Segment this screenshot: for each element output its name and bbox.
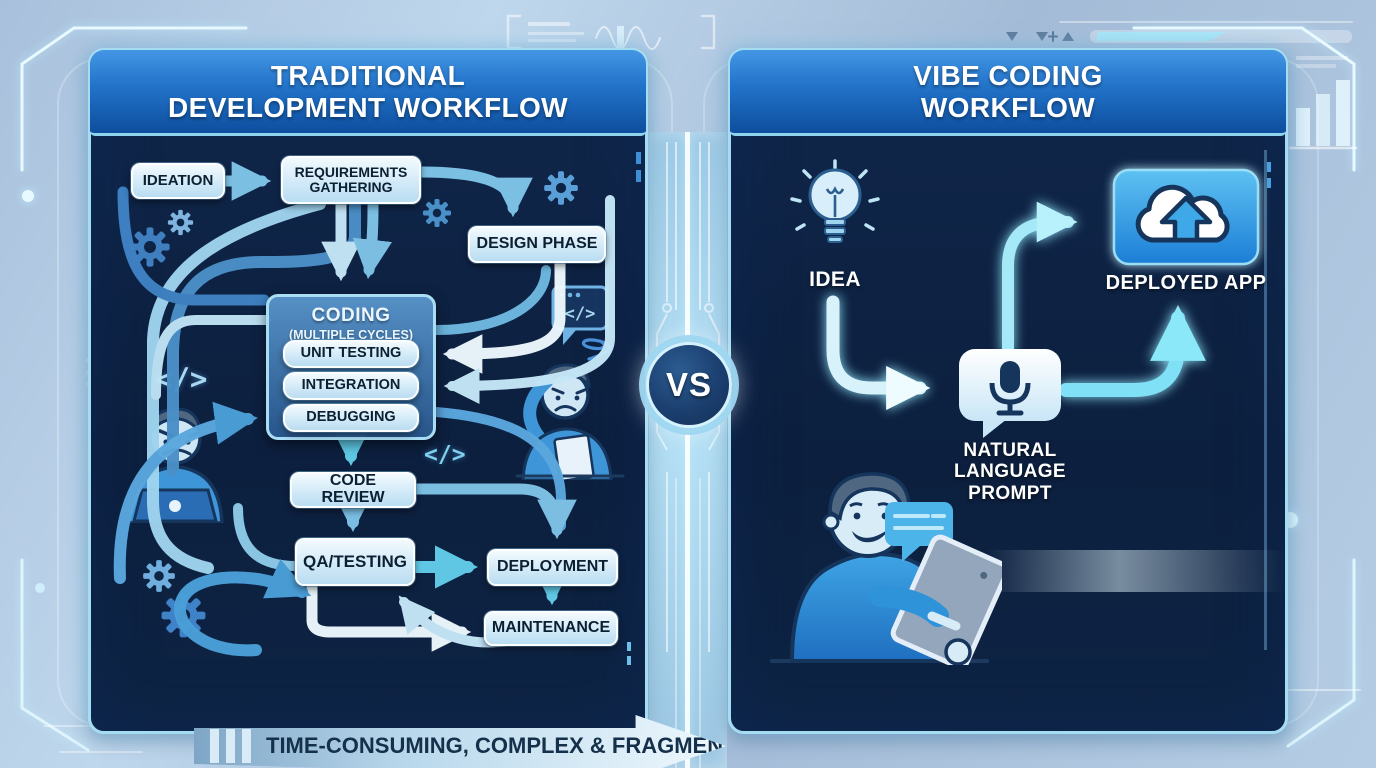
light-beam xyxy=(985,550,1285,592)
flow-node-label: REQUIREMENTS GATHERING xyxy=(294,164,408,195)
traditional-title-line1: TRADITIONAL xyxy=(270,59,466,91)
flow-node-integration: INTEGRATION xyxy=(283,372,419,400)
flow-node-maintenance: MAINTENANCE xyxy=(484,611,618,646)
traditional-title-line2: DEVELOPMENT WORKFLOW xyxy=(168,91,568,123)
traditional-panel-header: TRADITIONAL DEVELOPMENT WORKFLOW xyxy=(90,50,646,136)
flow-node-requirements: REQUIREMENTS GATHERING xyxy=(281,156,421,204)
vibe-coding-panel: VIBE CODING WORKFLOW FAST, INTUITIVE & U… xyxy=(728,48,1288,734)
flow-node-label: INTEGRATION xyxy=(301,377,401,394)
prompt-label-line1: NATURAL xyxy=(963,440,1057,461)
flow-node-label: MAINTENANCE xyxy=(491,619,611,637)
vibe-title-line1: VIBE CODING xyxy=(913,59,1103,91)
prompt-label-line2: LANGUAGE xyxy=(954,461,1066,483)
coding-subtitle: (MULTIPLE CYCLES) xyxy=(288,328,414,342)
traditional-banner-label: TIME-CONSUMING, COMPLEX & FRAGMENTED xyxy=(266,733,768,758)
flow-node-label: DEPLOYMENT xyxy=(496,558,609,576)
idea-label: IDEA xyxy=(809,268,861,291)
flow-node-deployment: DEPLOYMENT xyxy=(487,549,618,586)
deployed-app-label: DEPLOYED APP xyxy=(1105,272,1267,294)
flow-node-ideation: IDEATION xyxy=(131,163,225,199)
banner-bars-icon xyxy=(210,729,251,763)
code-tag-icon: </> xyxy=(155,362,208,396)
coding-title: CODING xyxy=(311,305,391,326)
vs-label: VS xyxy=(665,366,713,403)
flow-node-design-phase: DESIGN PHASE xyxy=(468,226,606,263)
flow-node-code-review: CODE REVIEW xyxy=(290,472,416,508)
vs-badge: VS xyxy=(646,342,732,428)
flow-node-label: IDEATION xyxy=(142,172,214,190)
panel-divider xyxy=(649,132,727,768)
flow-node-unit-testing: UNIT TESTING xyxy=(283,340,419,368)
flow-node-label: QA/TESTING xyxy=(303,552,407,572)
flow-node-qa-testing: QA/TESTING xyxy=(295,538,415,586)
traditional-banner-arrow: TIME-CONSUMING, COMPLEX & FRAGMENTED xyxy=(194,715,726,768)
natural-language-prompt-label: NATURAL LANGUAGE PROMPT xyxy=(935,440,1085,504)
flow-node-label: CODE REVIEW xyxy=(321,472,385,506)
prompt-label-line3: PROMPT xyxy=(968,482,1052,504)
divider-circuit-lines xyxy=(649,132,727,768)
flow-node-label: DEBUGGING xyxy=(306,409,396,426)
flow-node-label: DESIGN PHASE xyxy=(476,235,598,253)
code-tag-icon: </> xyxy=(424,442,466,468)
vibe-title-line2: WORKFLOW xyxy=(920,91,1096,123)
flow-node-label: UNIT TESTING xyxy=(300,345,402,362)
vibe-panel-header: VIBE CODING WORKFLOW xyxy=(730,50,1286,136)
panel-edge-accent xyxy=(1264,150,1267,650)
flow-node-debugging: DEBUGGING xyxy=(283,404,419,432)
